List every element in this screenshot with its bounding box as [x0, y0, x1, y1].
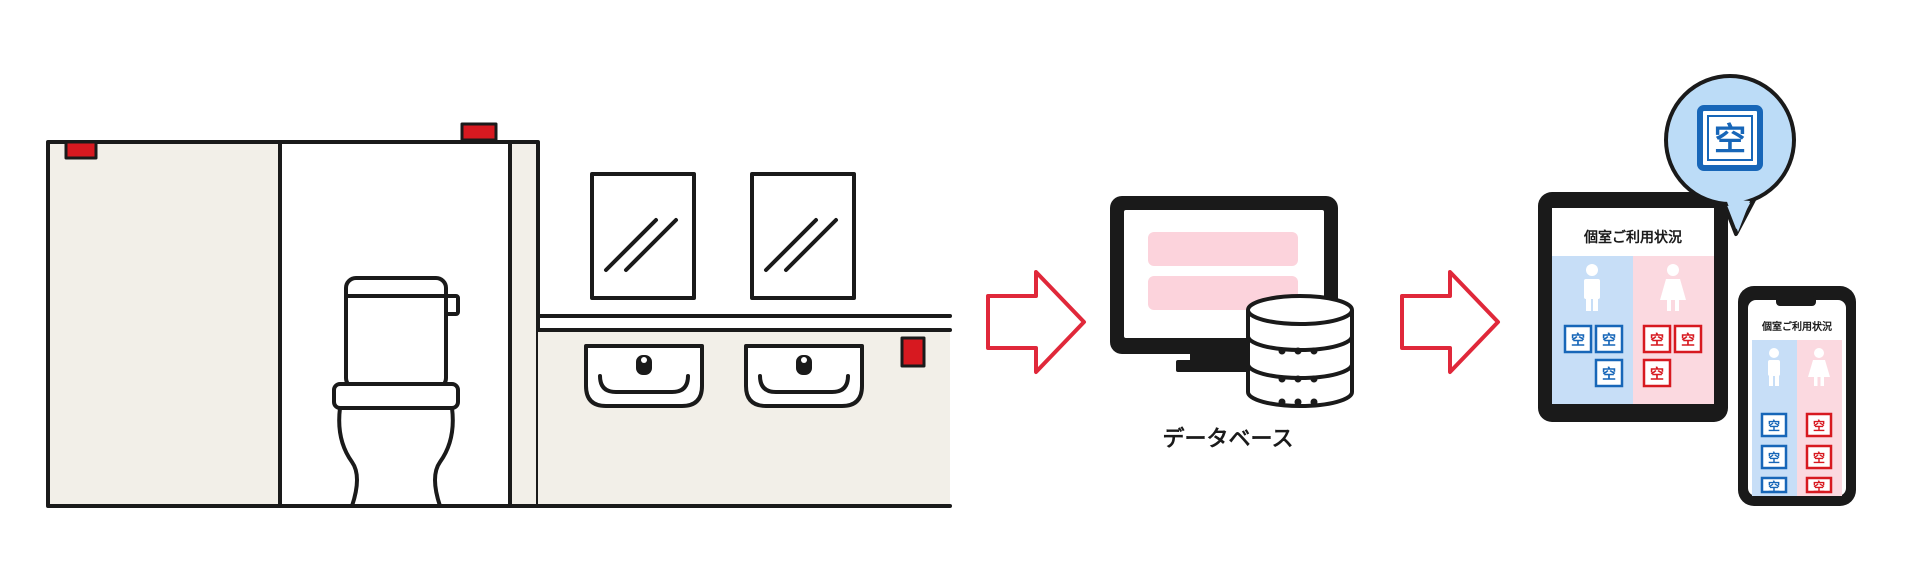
vacant-kanji-icon: 空 — [1697, 105, 1763, 171]
vacant-kanji-icon: 空 — [1563, 324, 1593, 354]
vacant-kanji-icon: 空 — [1760, 412, 1788, 438]
svg-text:空: 空 — [1813, 479, 1825, 494]
male-person-icon — [1584, 264, 1600, 311]
vacant-kanji-icon: 空 — [1805, 412, 1833, 438]
phone-male-vacant-tiles: 空 空 空 — [1760, 412, 1788, 494]
database-label: データベース — [1163, 426, 1294, 452]
tablet-device: 個室ご利用状況 空 空 — [1538, 192, 1728, 422]
stall-side-post — [508, 140, 540, 508]
sensor-stall-right — [460, 122, 498, 142]
vacant-kanji-icon: 空 — [1760, 444, 1788, 470]
svg-text:空: 空 — [1571, 332, 1585, 349]
svg-text:空: 空 — [1602, 366, 1616, 383]
phone-title: 個室ご利用状況 — [1761, 320, 1832, 333]
male-person-icon — [1768, 348, 1780, 386]
vacant-kanji-icon: 空 — [1805, 476, 1833, 494]
tablet-female-vacant-tiles: 空 空 空 — [1642, 324, 1703, 388]
vacant-kanji-icon: 空 — [1594, 358, 1624, 388]
db-record-bar-1 — [1148, 232, 1298, 266]
vacant-kanji-icon: 空 — [1673, 324, 1703, 354]
sink-right — [744, 344, 864, 408]
phone-notch — [1776, 296, 1816, 306]
svg-text:空: 空 — [1650, 366, 1664, 383]
sensor-counter — [900, 336, 926, 368]
restroom-illustration — [46, 122, 952, 508]
sensor-stall-left — [64, 140, 98, 160]
svg-text:空: 空 — [1650, 332, 1664, 349]
vacant-kanji-icon: 空 — [1642, 324, 1672, 354]
female-person-icon — [1660, 264, 1686, 311]
vacant-kanji-icon: 空 — [1642, 358, 1672, 388]
tablet-male-vacant-tiles: 空 空 空 — [1563, 324, 1624, 388]
svg-text:空: 空 — [1768, 479, 1780, 494]
svg-text:空: 空 — [1681, 332, 1695, 349]
vacant-kanji-icon: 空 — [1594, 324, 1624, 354]
mirror-left — [590, 172, 696, 300]
female-person-icon — [1808, 348, 1830, 386]
svg-text:空: 空 — [1714, 120, 1746, 158]
tablet-title: 個室ご利用状況 — [1583, 229, 1682, 246]
svg-text:空: 空 — [1768, 450, 1780, 465]
svg-text:空: 空 — [1602, 332, 1616, 349]
svg-text:空: 空 — [1813, 418, 1825, 433]
phone-female-vacant-tiles: 空 空 空 — [1805, 412, 1833, 494]
sink-left — [584, 344, 704, 408]
vacant-kanji-icon: 空 — [1760, 476, 1788, 494]
mirror-right — [750, 172, 856, 300]
database-server-group: データベース — [1110, 196, 1354, 452]
right-arrow-icon — [986, 270, 1086, 374]
database-cylinder-icon — [1246, 294, 1354, 408]
vacant-kanji-icon: 空 — [1805, 444, 1833, 470]
toilet-icon — [332, 276, 460, 508]
smartphone-device: 個室ご利用状況 空 空 空 — [1738, 286, 1856, 506]
right-arrow-icon — [1400, 270, 1500, 374]
svg-text:空: 空 — [1813, 450, 1825, 465]
svg-text:空: 空 — [1768, 418, 1780, 433]
vacant-notification-bubble: 空 — [1664, 74, 1796, 236]
